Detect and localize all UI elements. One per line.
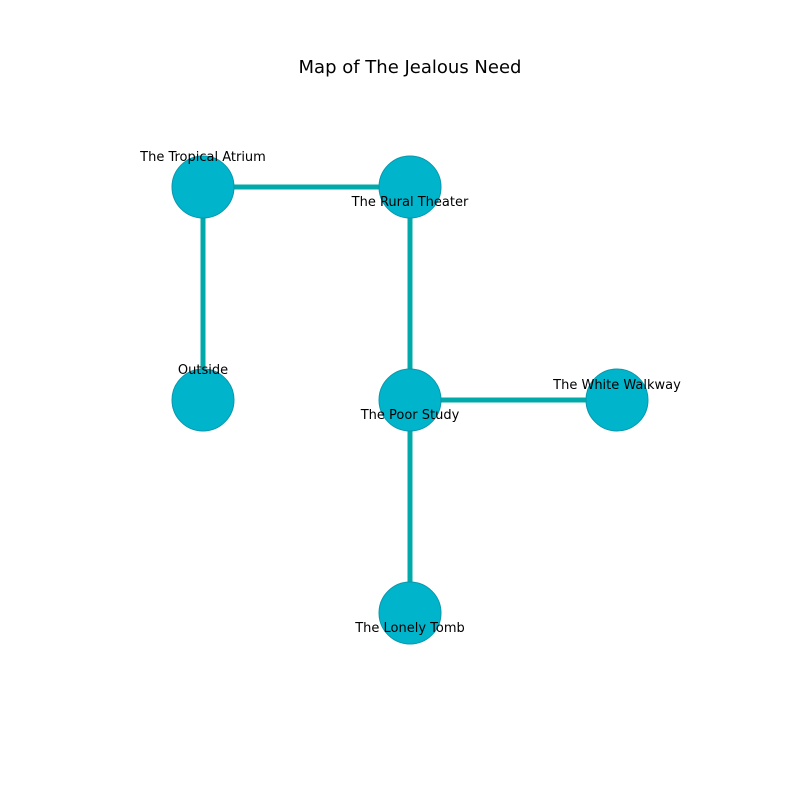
- diagram-title: Map of The Jealous Need: [299, 57, 522, 78]
- node-label-rural-theater: The Rural Theater: [351, 195, 469, 210]
- node-label-outside: Outside: [178, 363, 228, 378]
- node-label-tropical-atrium: The Tropical Atrium: [139, 150, 266, 165]
- node-outside: [171, 368, 235, 432]
- node-label-poor-study: The Poor Study: [360, 408, 460, 423]
- node-white-walkway: [585, 368, 649, 432]
- node-rural-theater: [378, 155, 442, 219]
- node-poor-study: [378, 368, 442, 432]
- node-label-white-walkway: The White Walkway: [552, 378, 681, 393]
- node-lonely-tomb: [378, 581, 442, 645]
- edges-layer: [200, 184, 617, 613]
- node-label-lonely-tomb: The Lonely Tomb: [354, 621, 465, 636]
- nodes-layer: [171, 155, 649, 645]
- node-tropical-atrium: [171, 155, 235, 219]
